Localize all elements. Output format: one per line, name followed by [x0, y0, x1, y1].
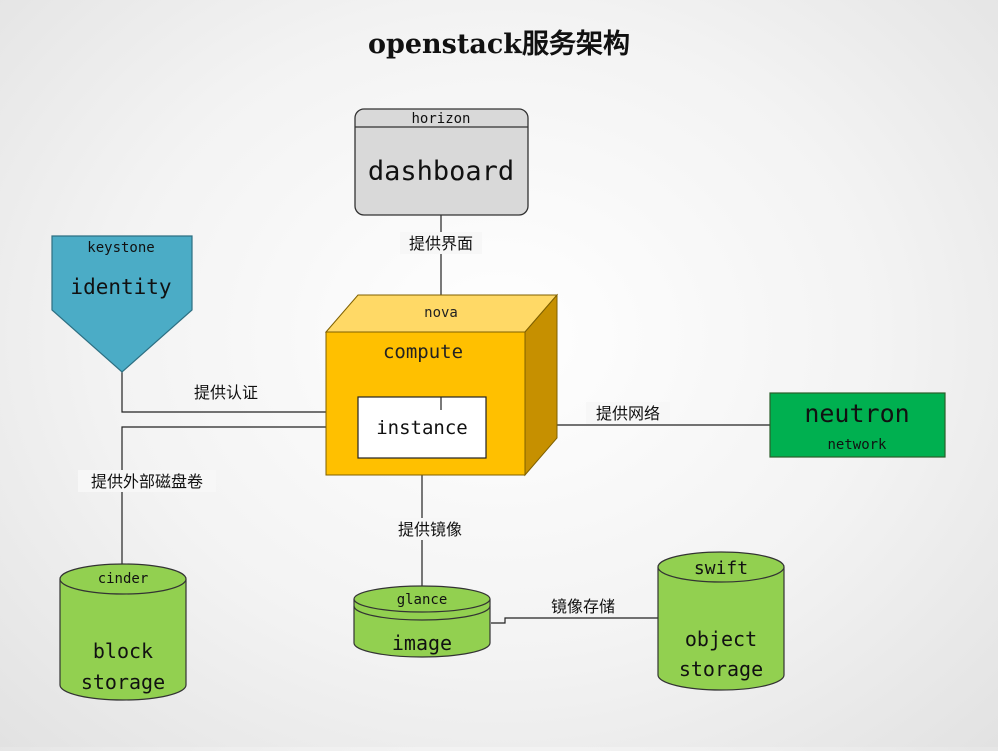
edge-keystone-instance [121, 372, 358, 413]
nova-header: nova [424, 305, 458, 321]
horizon-header: horizon [411, 111, 470, 127]
edge-label-ui: 提供界面 [409, 234, 473, 253]
edge-glance-swift [491, 617, 658, 624]
swift-line2: storage [679, 657, 763, 681]
keystone-label: identity [70, 275, 171, 299]
cinder-header: cinder [98, 571, 149, 587]
glance-label: image [392, 631, 452, 655]
instance-label: instance [376, 417, 468, 439]
cinder-line1: block [93, 639, 153, 663]
edge-label-image: 提供镜像 [398, 520, 462, 539]
neutron-label: network [827, 437, 887, 453]
horizon-label: dashboard [368, 156, 514, 187]
glance-header: glance [397, 592, 448, 608]
neutron-header: neutron [804, 399, 909, 428]
diagram-title: openstack服务架构 [368, 29, 630, 60]
edge-label-auth: 提供认证 [194, 383, 258, 402]
nova-node: nova compute instance [324, 293, 559, 477]
keystone-node: keystone identity [51, 235, 193, 373]
horizon-node: horizon dashboard [354, 108, 529, 216]
cinder-line2: storage [81, 670, 165, 694]
edge-label-network: 提供网络 [596, 404, 660, 423]
edge-label-volume: 提供外部磁盘卷 [91, 472, 203, 491]
instance-box [357, 396, 487, 459]
nova-label: compute [383, 341, 463, 363]
swift-node: swift object storage [657, 551, 785, 691]
edge-labels: 提供界面 提供认证 提供网络 提供外部磁盘卷 提供镜像 镜像存储 [78, 232, 670, 616]
glance-node: glance image [353, 585, 491, 658]
neutron-node: neutron network [769, 392, 946, 458]
keystone-header: keystone [87, 240, 154, 256]
swift-line1: object [685, 627, 757, 651]
cinder-node: cinder block storage [59, 563, 187, 701]
edge-cinder-instance [121, 426, 358, 565]
swift-header: swift [694, 558, 748, 579]
edge-label-store: 镜像存储 [551, 597, 615, 616]
